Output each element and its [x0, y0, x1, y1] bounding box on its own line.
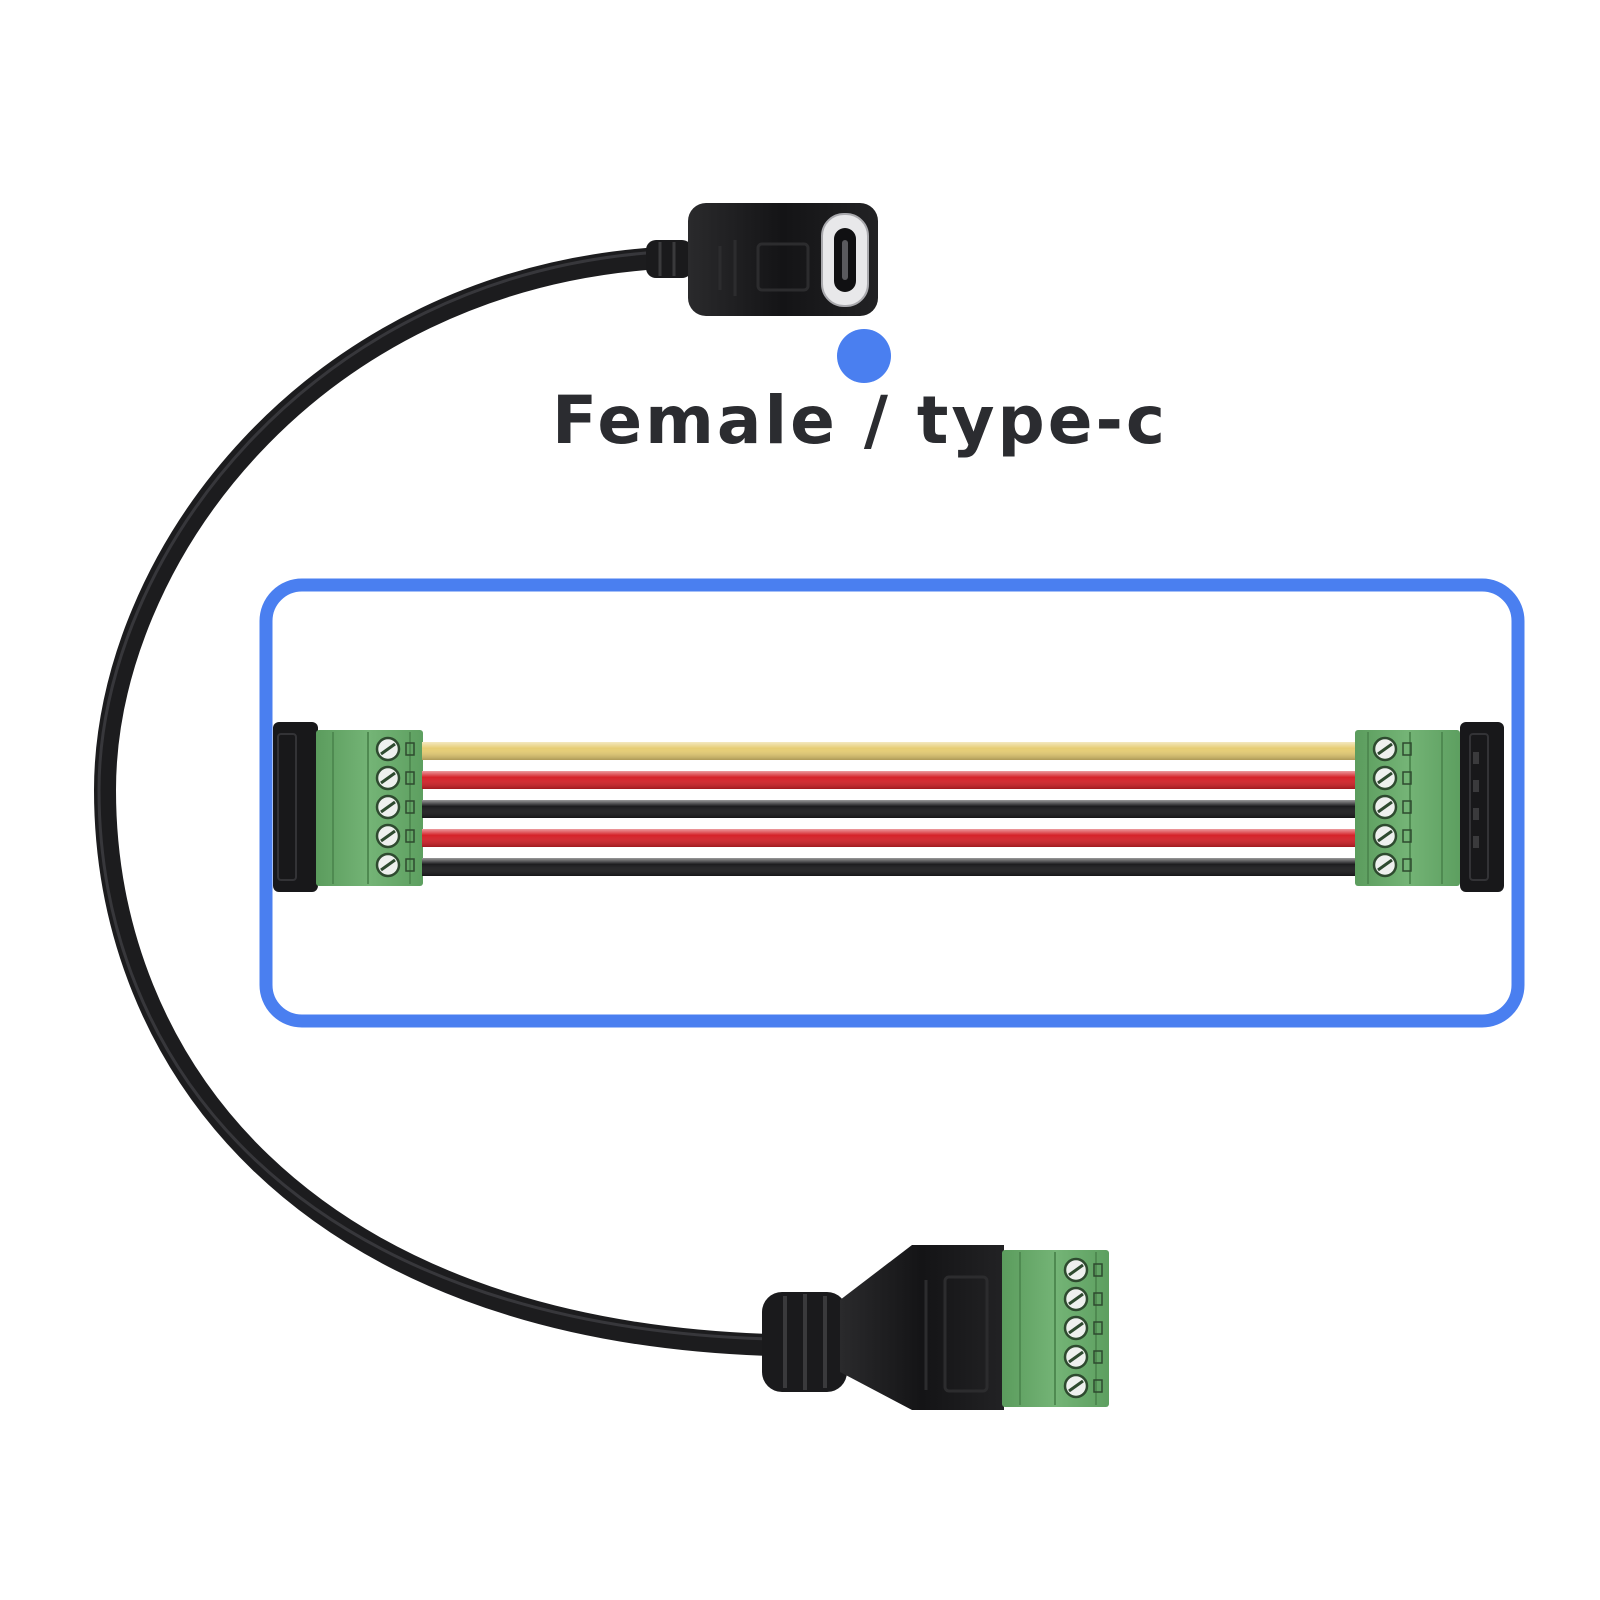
- right-screw-slot-2: [1377, 771, 1393, 785]
- wire-shine-4: [422, 829, 1356, 847]
- bottom-screw-slot-4: [1068, 1350, 1084, 1364]
- left-screw-slot-4: [380, 829, 396, 843]
- left-screw-slot-3: [380, 800, 396, 814]
- wire-detail-view: [273, 722, 1504, 892]
- wire-shine-1: [422, 742, 1356, 760]
- bottom-screw-slot-5: [1068, 1379, 1084, 1393]
- left-wire-hole-3: [405, 800, 415, 814]
- bottom-connector-housing: [840, 1245, 1004, 1410]
- bottom-wire-hole-1: [1093, 1263, 1103, 1277]
- right-wire-hole-2: [1402, 771, 1412, 785]
- wire-bundle: [422, 742, 1356, 876]
- left-screw-slot-2: [380, 771, 396, 785]
- right-connector-stub: [1460, 722, 1504, 892]
- connector-strain-relief: [646, 240, 692, 278]
- right-terminal-block: [1355, 730, 1460, 886]
- wire-shine-2: [422, 771, 1356, 789]
- wire-shine-3: [422, 800, 1356, 818]
- type-c-female-connector: [646, 203, 878, 316]
- right-wire-hole-4: [1402, 829, 1412, 843]
- terminal-block-connector: [762, 1245, 1109, 1410]
- left-screw-slot-1: [380, 742, 396, 756]
- left-wire-hole-4: [405, 829, 415, 843]
- black-cable: [93, 247, 781, 1356]
- left-screw-slot-5: [380, 858, 396, 872]
- connector-type-label: Female / type-c: [551, 382, 1169, 459]
- bottom-wire-hole-2: [1093, 1292, 1103, 1306]
- bottom-screw-slot-3: [1068, 1321, 1084, 1335]
- left-wire-hole-2: [405, 771, 415, 785]
- right-screw-slot-3: [1377, 800, 1393, 814]
- cable-highlight: [97, 250, 772, 1341]
- left-wire-hole-5: [405, 858, 415, 872]
- right-wire-hole-5: [1402, 858, 1412, 872]
- right-screw-slot-5: [1377, 858, 1393, 872]
- bottom-wire-hole-4: [1093, 1350, 1103, 1364]
- right-wire-hole-1: [1402, 742, 1412, 756]
- bottom-screw-slot-2: [1068, 1292, 1084, 1306]
- bottom-screw-slot-1: [1068, 1263, 1084, 1277]
- right-screw-slot-1: [1377, 742, 1393, 756]
- right-wire-hole-3: [1402, 800, 1412, 814]
- wire-shine-5: [422, 858, 1356, 876]
- bottom-wire-hole-5: [1093, 1379, 1103, 1393]
- left-wire-hole-1: [405, 742, 415, 756]
- right-screw-slot-4: [1377, 829, 1393, 843]
- bottom-wire-hole-3: [1093, 1321, 1103, 1335]
- blue-dot-marker: [837, 329, 891, 383]
